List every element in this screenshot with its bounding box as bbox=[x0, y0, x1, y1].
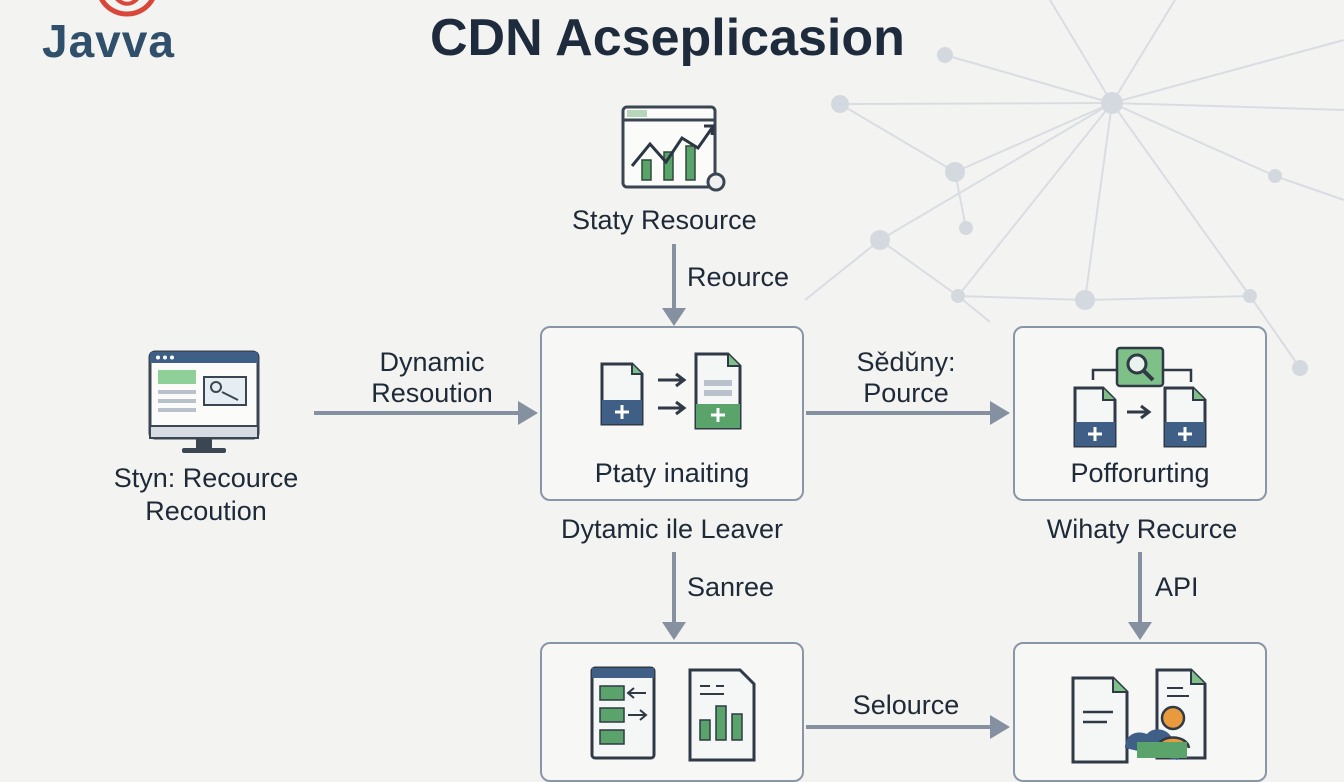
bottom-left-box bbox=[540, 642, 804, 782]
right-box-caption: Wihaty Recurce bbox=[1046, 514, 1238, 544]
file-search-icon bbox=[1073, 346, 1207, 448]
bottom-right-box bbox=[1013, 642, 1267, 782]
edge-label-right-to-bottom: API bbox=[1155, 572, 1199, 602]
document-user-icon bbox=[1071, 668, 1207, 764]
monitor-icon bbox=[148, 350, 260, 453]
static-resource-label: Staty Resource bbox=[572, 205, 757, 235]
arrows-layer bbox=[314, 244, 1152, 739]
edge-label-right-line1: Sědǔny: bbox=[856, 347, 956, 377]
edge-label-top-to-center: Reource bbox=[687, 262, 790, 292]
edge-label-right-line2: Pource bbox=[863, 378, 949, 408]
right-box: Pofforurting bbox=[1013, 326, 1267, 501]
center-box-caption: Dytamic ile Leaver bbox=[560, 514, 784, 544]
left-monitor-label-line2: Recoution bbox=[145, 496, 267, 526]
edge-label-center-to-bottom: Sanree bbox=[687, 572, 775, 602]
dashboard-chart-icon bbox=[590, 666, 756, 762]
left-monitor-label-line1: Styn: Recource bbox=[113, 463, 299, 493]
page-title: CDN Acseplicasion bbox=[430, 9, 905, 67]
chart-window-icon bbox=[621, 105, 726, 192]
file-transfer-icon bbox=[600, 352, 742, 430]
right-box-label: Pofforurting bbox=[1070, 458, 1210, 488]
logo-swirl-icon bbox=[99, 0, 155, 17]
edge-label-bottom: Selource bbox=[852, 690, 960, 720]
edge-label-left-line1: Dynamic bbox=[379, 347, 485, 377]
center-box-label: Ptaty inaiting bbox=[594, 458, 750, 488]
edge-label-left-line2: Resoution bbox=[371, 378, 493, 408]
center-box: Ptaty inaiting bbox=[540, 326, 804, 501]
network-background bbox=[804, 0, 1344, 376]
logo-text: Javva bbox=[42, 15, 175, 67]
